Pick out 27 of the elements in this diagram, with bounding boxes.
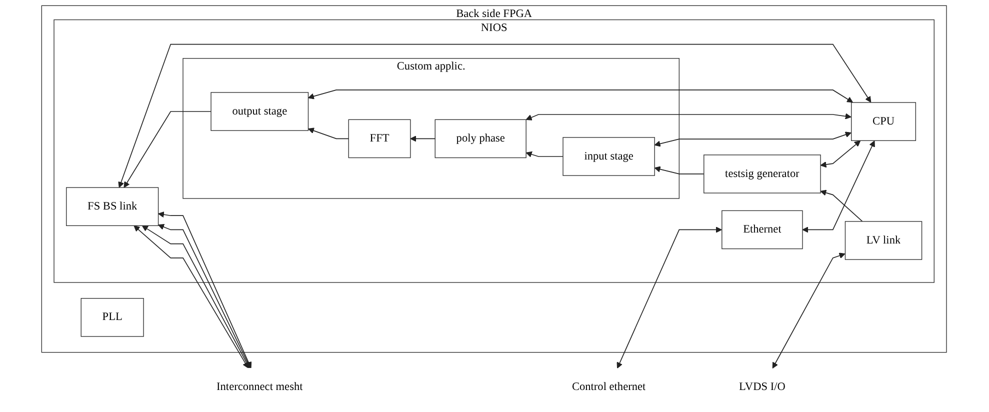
node-box: FFT	[348, 119, 412, 158]
node-box: testsig generator	[704, 154, 822, 194]
node-box: poly phase	[435, 119, 527, 158]
arrow	[617, 226, 722, 368]
arrow	[802, 140, 876, 233]
arrow	[526, 151, 564, 158]
arrow	[118, 44, 872, 188]
arrow	[308, 90, 854, 103]
node-box: Ethernet	[722, 210, 804, 250]
arrow	[654, 166, 705, 174]
node-box: output stage	[211, 92, 310, 131]
arrow	[820, 190, 864, 222]
arrow	[410, 136, 436, 142]
node-text: Control ethernet	[572, 380, 646, 393]
node-box: FS BS link	[66, 187, 160, 226]
node-text: Interconnect mesht	[216, 380, 304, 393]
node-box: input stage	[563, 137, 656, 176]
arrow	[526, 113, 852, 120]
arrow	[654, 132, 852, 147]
node-box: CPU	[851, 102, 916, 141]
arrow	[308, 128, 350, 140]
node-box: LV link	[845, 221, 923, 260]
arrow	[820, 140, 862, 168]
arrow	[124, 111, 212, 188]
node-text: LVDS I/O	[739, 380, 786, 393]
node-box: PLL	[81, 298, 144, 337]
arrow	[772, 252, 846, 368]
